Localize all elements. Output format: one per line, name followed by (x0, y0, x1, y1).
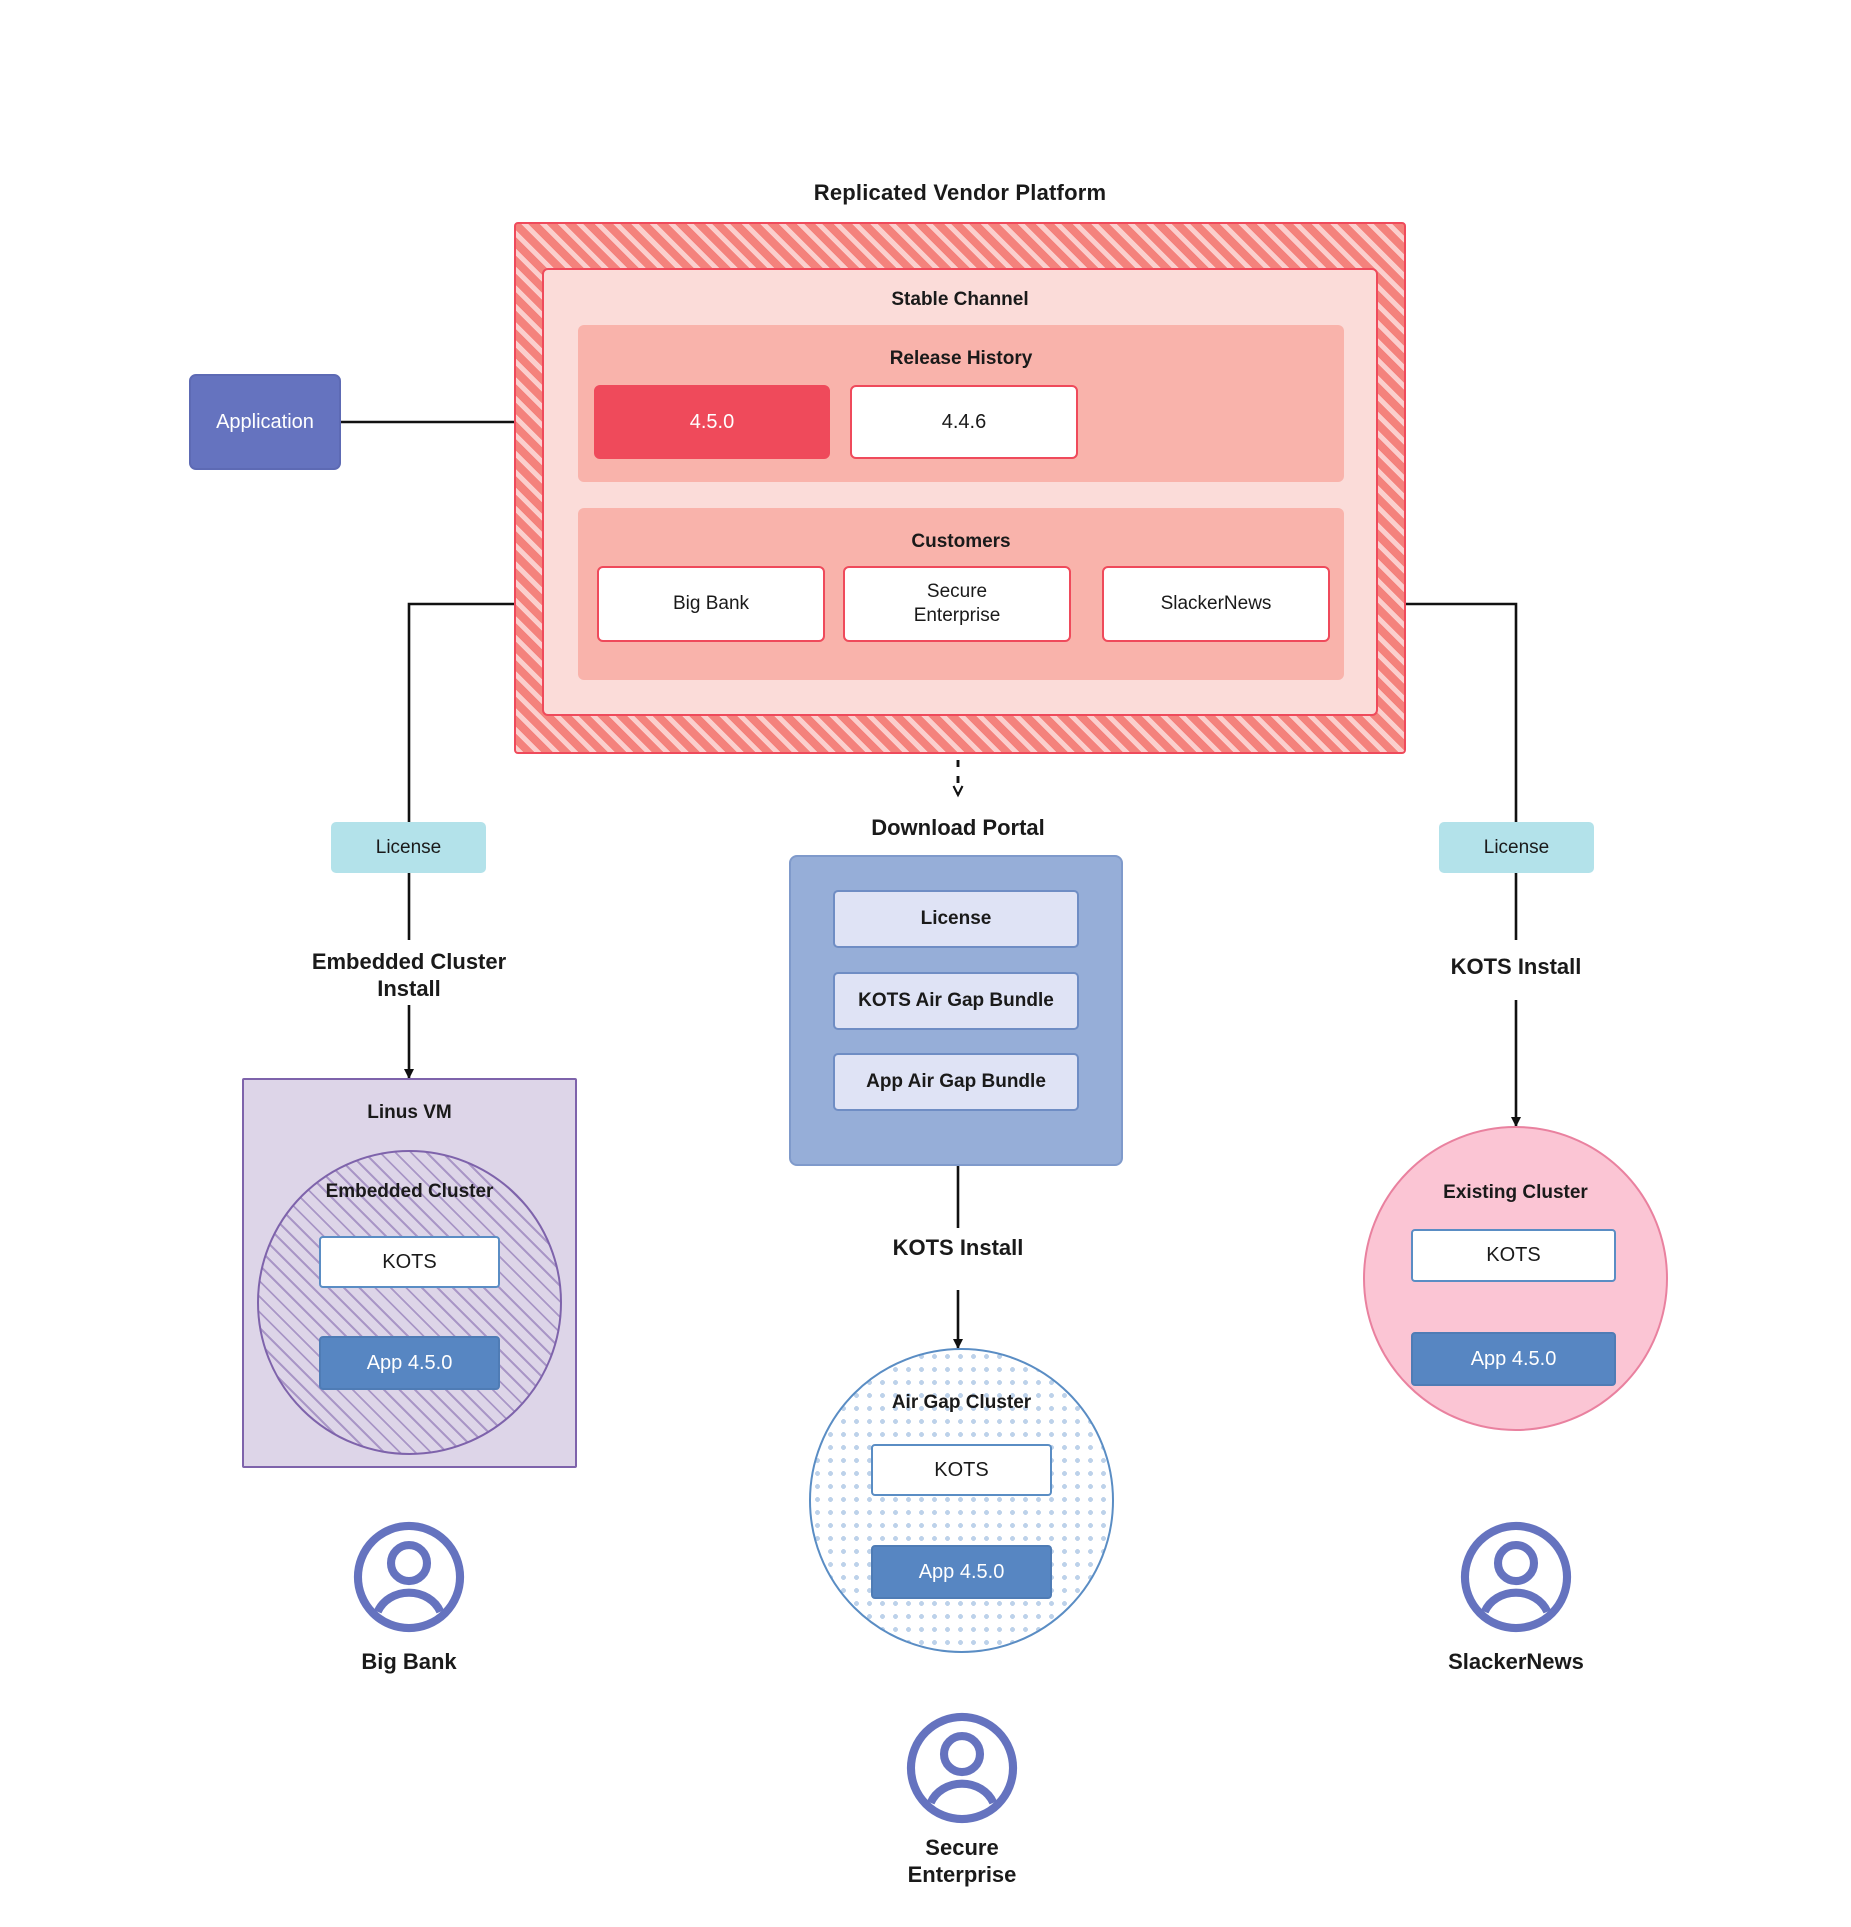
persona-label-secure-enterprise: Secure Enterprise (907, 1834, 1017, 1888)
app-version-box-airgap[interactable]: App 4.5.0 (871, 1545, 1052, 1599)
customer-card-secure-enterprise[interactable]: Secure Enterprise (843, 566, 1071, 642)
stable-channel-title: Stable Channel (891, 289, 1029, 310)
customer-card-big-bank[interactable]: Big Bank (597, 566, 825, 642)
license-chip-right[interactable]: License (1439, 822, 1594, 873)
existing-cluster-title: Existing Cluster (1443, 1182, 1588, 1203)
app-version-box-existing[interactable]: App 4.5.0 (1411, 1332, 1616, 1386)
download-portal-title: Download Portal (871, 815, 1045, 840)
linux-vm-title: Linus VM (367, 1102, 452, 1123)
application-box[interactable]: Application (189, 374, 341, 470)
release-item-current[interactable]: 4.5.0 (594, 385, 830, 459)
avatar-secure-enterprise (904, 1710, 1020, 1826)
embedded-cluster-title: Embedded Cluster (325, 1181, 494, 1202)
air-gap-cluster-circle (809, 1348, 1114, 1653)
avatar-big-bank (351, 1519, 467, 1635)
flow-label-kots-install-right: KOTS Install (1450, 954, 1582, 980)
kots-box-airgap[interactable]: KOTS (871, 1444, 1052, 1496)
user-icon (906, 1712, 1018, 1824)
persona-label-big-bank: Big Bank (361, 1649, 457, 1675)
avatar-slackernews (1458, 1519, 1574, 1635)
portal-item-kots-air-gap-bundle[interactable]: KOTS Air Gap Bundle (833, 972, 1079, 1030)
user-icon (353, 1521, 465, 1633)
license-chip-left[interactable]: License (331, 822, 486, 873)
persona-label-slackernews: SlackerNews (1448, 1649, 1584, 1675)
release-item-previous[interactable]: 4.4.6 (850, 385, 1078, 459)
customers-title: Customers (911, 531, 1011, 552)
app-version-box-embedded[interactable]: App 4.5.0 (319, 1336, 500, 1390)
customer-card-slackernews[interactable]: SlackerNews (1102, 566, 1330, 642)
air-gap-cluster-title: Air Gap Cluster (891, 1392, 1032, 1413)
portal-item-app-air-gap-bundle[interactable]: App Air Gap Bundle (833, 1053, 1079, 1111)
kots-box-existing[interactable]: KOTS (1411, 1229, 1616, 1282)
user-icon (1460, 1521, 1572, 1633)
embedded-cluster-circle (257, 1150, 562, 1455)
release-history-title: Release History (889, 348, 1033, 369)
portal-item-license[interactable]: License (833, 890, 1079, 948)
flow-label-kots-install-center: KOTS Install (892, 1235, 1024, 1261)
page-title: Replicated Vendor Platform (813, 180, 1107, 205)
flow-label-embedded-cluster-install: Embedded Cluster Install (311, 948, 507, 1002)
kots-box-embedded[interactable]: KOTS (319, 1236, 500, 1288)
